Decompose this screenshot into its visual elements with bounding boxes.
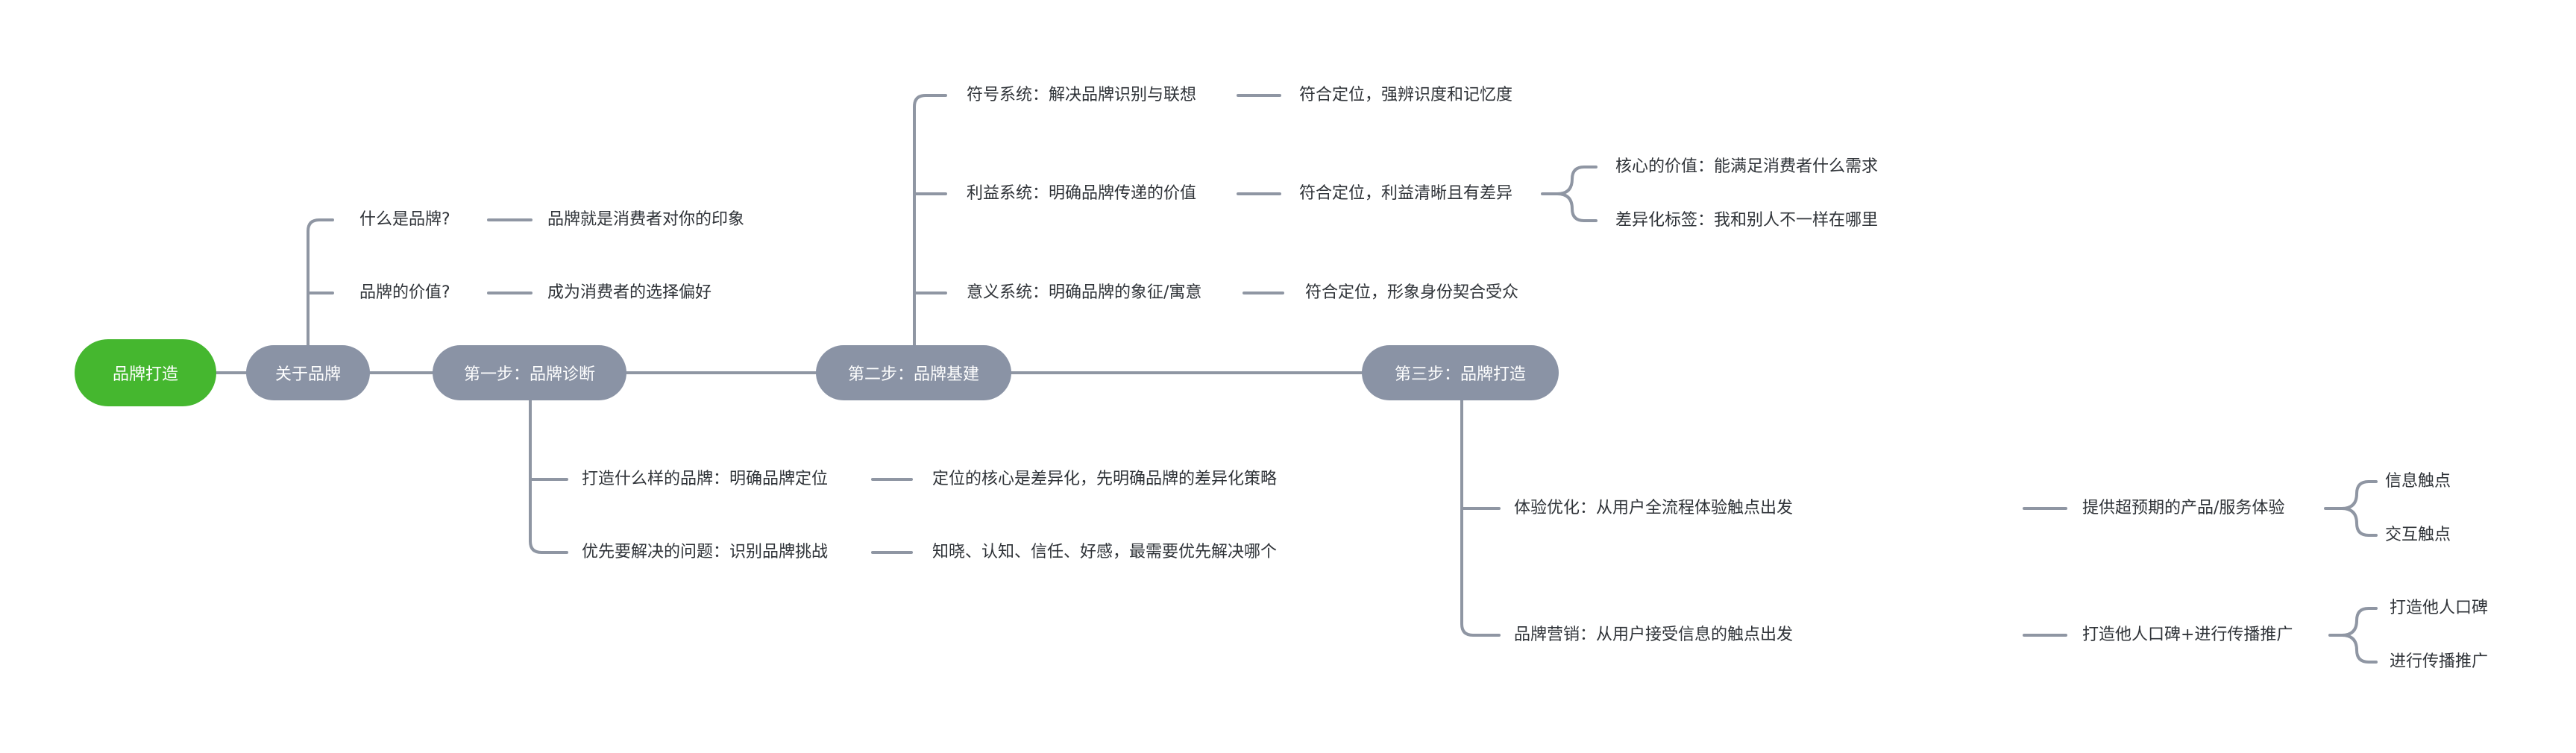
step3-experience-detail[interactable]: 提供超预期的产品/服务体验: [2082, 499, 2285, 517]
step2-benefit-sub2[interactable]: 差异化标签：我和别人不一样在哪里: [1615, 211, 1879, 230]
about-q1[interactable]: 什么是品牌?: [359, 210, 450, 229]
about-a2[interactable]: 成为消费者的选择偏好: [547, 283, 712, 302]
step2-benefit-detail[interactable]: 符合定位，利益清晰且有差异: [1299, 184, 1513, 203]
step3-marketing-sub2[interactable]: 进行传播推广: [2390, 652, 2489, 671]
step3-marketing[interactable]: 品牌营销：从用户接受信息的触点出发: [1514, 626, 1794, 644]
root-node[interactable]: 品牌打造: [75, 339, 216, 406]
step1-c2-detail[interactable]: 知晓、认知、信任、好感，最需要优先解决哪个: [932, 543, 1278, 561]
step2-benefit[interactable]: 利益系统：明确品牌传递的价值: [967, 184, 1197, 203]
step3-node[interactable]: 第三步：品牌打造: [1362, 345, 1559, 400]
step3-marketing-sub1[interactable]: 打造他人口碑: [2390, 599, 2489, 617]
step1-node[interactable]: 第一步：品牌诊断: [433, 345, 626, 400]
connector-step1-children: [529, 399, 568, 554]
connector-step3-mkt-subs: [2328, 607, 2378, 664]
about-a1[interactable]: 品牌就是消费者对你的印象: [547, 210, 745, 229]
step2-benefit-sub1[interactable]: 核心的价值：能满足消费者什么需求: [1615, 157, 1879, 176]
connector-step3-children: [1460, 399, 1501, 637]
step2-symbol[interactable]: 符号系统：解决品牌识别与联想: [967, 86, 1197, 104]
step1-c2[interactable]: 优先要解决的问题：识别品牌挑战: [582, 543, 829, 561]
step1-c1-detail[interactable]: 定位的核心是差异化，先明确品牌的差异化策略: [932, 470, 1278, 488]
step3-experience-sub1[interactable]: 信息触点: [2385, 472, 2451, 491]
connector-about-children: [307, 218, 334, 347]
about-q2[interactable]: 品牌的价值?: [359, 283, 450, 302]
step3-marketing-detail[interactable]: 打造他人口碑+进行传播推广: [2082, 626, 2293, 644]
step2-symbol-detail[interactable]: 符合定位，强辨识度和记忆度: [1299, 86, 1513, 104]
about-node[interactable]: 关于品牌: [246, 345, 370, 400]
step3-experience-sub2[interactable]: 交互触点: [2385, 526, 2451, 544]
step2-node[interactable]: 第二步：品牌基建: [816, 345, 1011, 400]
step3-experience[interactable]: 体验优化：从用户全流程体验触点出发: [1514, 499, 1794, 517]
step2-meaning[interactable]: 意义系统：明确品牌的象征/寓意: [967, 283, 1202, 302]
connector-step3-exp-subs: [2324, 480, 2378, 537]
step1-c1[interactable]: 打造什么样的品牌：明确品牌定位: [582, 470, 829, 488]
connector-step2-benefit-subs: [1541, 166, 1598, 222]
connector-step2-children: [913, 94, 947, 347]
step2-meaning-detail[interactable]: 符合定位，形象身份契合受众: [1305, 283, 1519, 302]
